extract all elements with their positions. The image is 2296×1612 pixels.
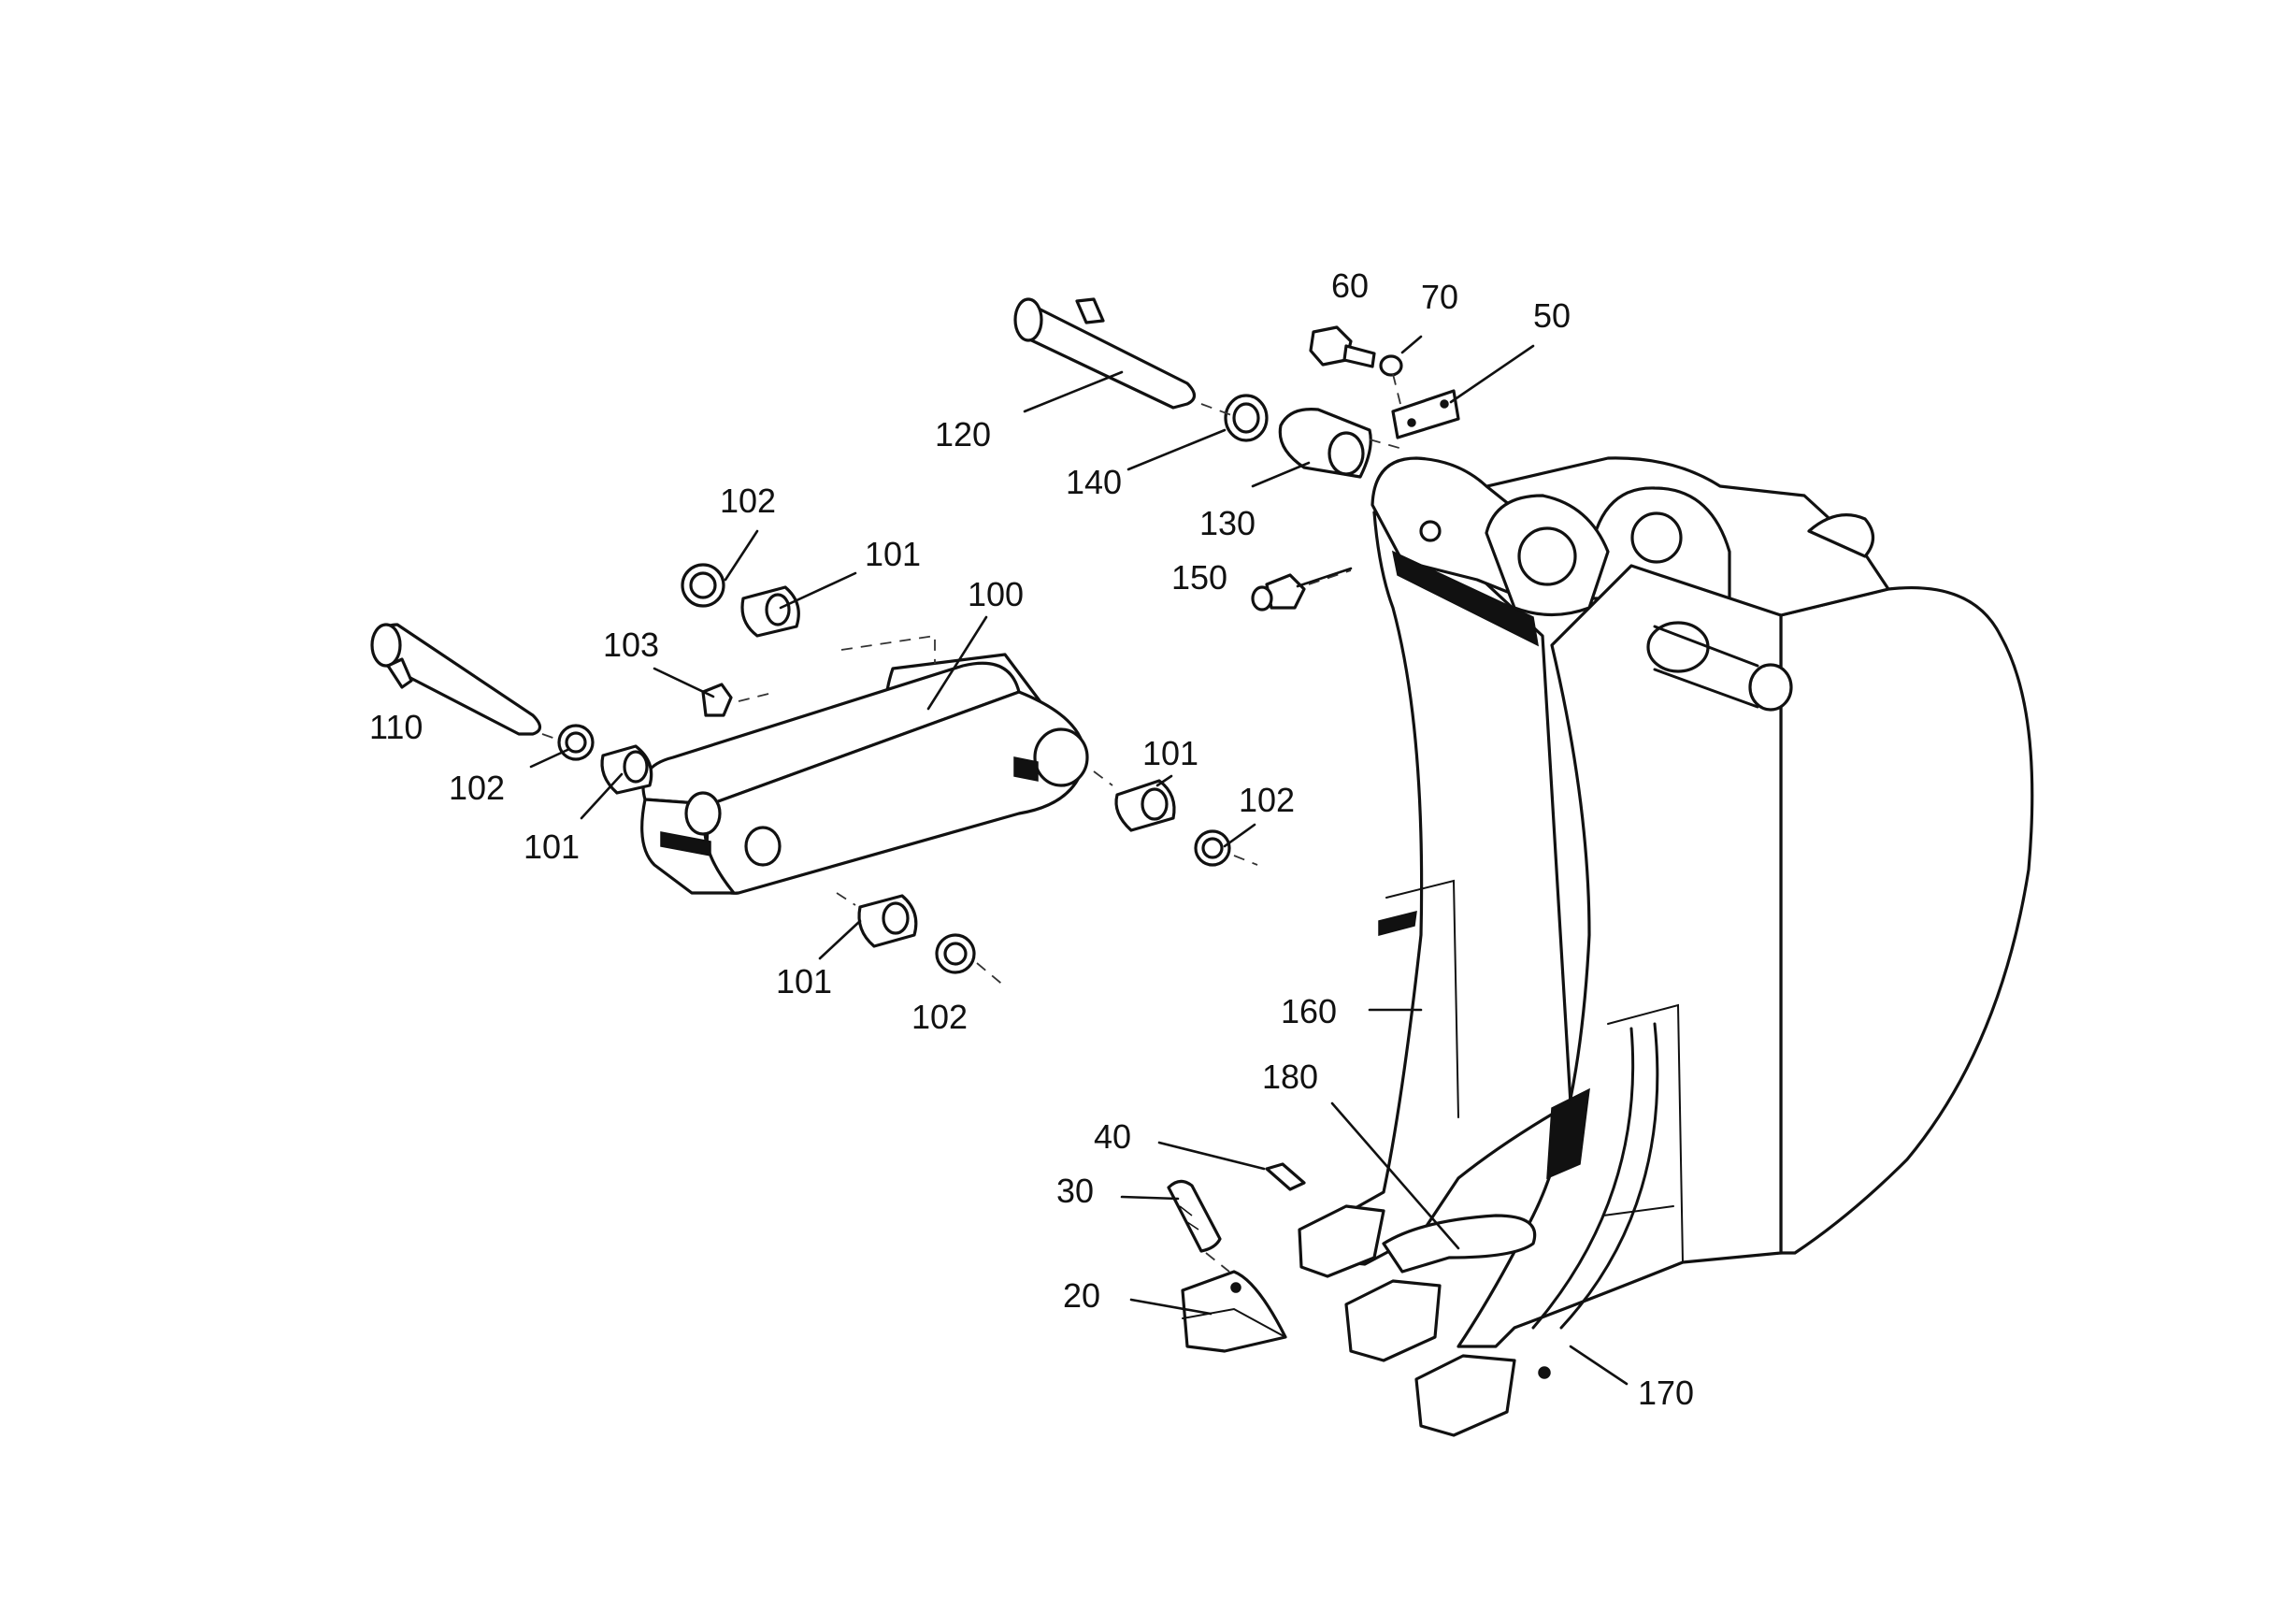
callout-180: 180 <box>1262 1058 1318 1096</box>
left-ear-pin-hole <box>1419 520 1442 542</box>
tooth-right <box>1414 1354 1516 1437</box>
assembly-lines <box>541 373 1403 1273</box>
pin-120 <box>1013 297 1197 410</box>
pin-110-tab <box>386 657 413 689</box>
right-ear-pin-hole <box>1630 511 1683 564</box>
liner-slot <box>1378 911 1417 936</box>
callout-160: 160 <box>1281 992 1337 1030</box>
callout-101-lower: 101 <box>776 962 832 1000</box>
grease-nipple-103 <box>701 683 733 717</box>
bushing-130-bore <box>1327 431 1365 476</box>
side-cutter-rib <box>1531 1027 1635 1330</box>
bore-tube-top <box>1653 625 1759 668</box>
bucket <box>1298 456 2034 1437</box>
bolt-60-shank <box>1342 344 1376 368</box>
callout-102-lower: 102 <box>911 998 968 1036</box>
callout-120: 120 <box>935 415 991 453</box>
pin-110-head <box>370 623 402 668</box>
small-parts <box>557 325 1460 1353</box>
callout-40: 40 <box>1094 1117 1131 1156</box>
callout-60: 60 <box>1331 266 1369 305</box>
wear-plate-bottom <box>1682 1252 1782 1263</box>
callout-50: 50 <box>1533 296 1571 335</box>
center-boss-hole <box>1517 526 1577 586</box>
interior-shadow <box>1546 1087 1590 1180</box>
bucket-rear-boss <box>1807 513 1875 558</box>
bore-tube-bottom <box>1653 668 1759 709</box>
tooth-pin-30 <box>1167 1179 1222 1253</box>
callout-101-upper: 101 <box>865 535 921 573</box>
pin-120-body <box>1022 299 1197 410</box>
pin-110 <box>370 623 542 736</box>
bucket-left-side-wall <box>1302 511 1572 1266</box>
callout-20: 20 <box>1063 1276 1100 1315</box>
side-cutter-rib-edge <box>1559 1022 1659 1330</box>
leader-lines <box>529 335 1629 1386</box>
callout-150: 150 <box>1171 558 1227 597</box>
wear-plate-mid <box>1602 1205 1674 1216</box>
ear-shadow <box>1391 550 1539 647</box>
link-shadow <box>660 831 711 856</box>
retainer-40 <box>1265 1162 1306 1191</box>
side-bore-ring <box>1748 663 1793 712</box>
link-shadow-rear <box>1013 756 1039 782</box>
callout-100: 100 <box>968 575 1024 613</box>
callout-103: 103 <box>603 626 659 664</box>
link-eye-rear <box>1033 727 1089 787</box>
side-liner-160 <box>1385 879 1459 1118</box>
link-eye-lower <box>744 826 782 867</box>
tooth-middle <box>1344 1279 1442 1362</box>
pin-hole-170 <box>1538 1366 1551 1379</box>
callout-labels: 60 70 50 120 140 130 150 102 101 100 103… <box>369 266 1694 1412</box>
link-eye-front <box>684 791 722 836</box>
callout-30: 30 <box>1056 1172 1094 1210</box>
grease-nipple-150 <box>1265 573 1306 610</box>
callout-140: 140 <box>1066 463 1122 501</box>
callout-102-upper: 102 <box>720 482 776 520</box>
side-bore <box>1646 621 1710 673</box>
washer-70 <box>1379 354 1403 377</box>
pin-120-tab <box>1075 297 1105 324</box>
callout-102-left: 102 <box>449 769 505 807</box>
tooth-20 <box>1181 1270 1287 1353</box>
callout-170: 170 <box>1638 1374 1694 1412</box>
callout-110: 110 <box>369 708 423 746</box>
callout-101-left: 101 <box>524 828 580 866</box>
callout-130: 130 <box>1199 504 1256 542</box>
bucket-back-shell <box>1779 585 2034 1255</box>
plate-50 <box>1391 389 1460 439</box>
wear-plate-outline <box>1607 1003 1684 1263</box>
link-100 <box>640 653 1089 895</box>
callout-70: 70 <box>1421 278 1458 316</box>
tooth-180-adapter <box>1382 1214 1537 1274</box>
tooth-left <box>1298 1204 1385 1278</box>
pin-120-head <box>1013 297 1043 342</box>
callout-102-right: 102 <box>1239 781 1295 819</box>
callout-101-right: 101 <box>1142 734 1198 772</box>
